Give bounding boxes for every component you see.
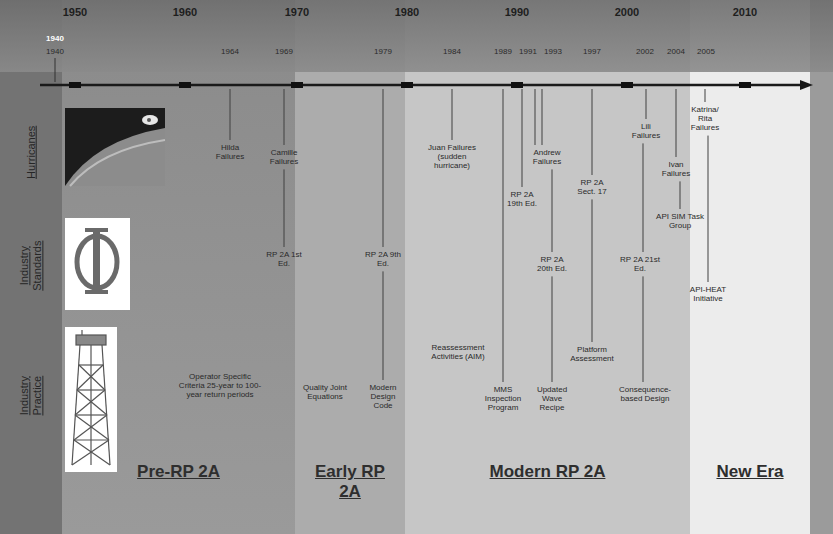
leader-line bbox=[552, 169, 553, 252]
era-label: Modern RP 2A bbox=[488, 462, 608, 482]
event-label: Lili Failures bbox=[626, 122, 666, 140]
event-label: Camille Failures bbox=[264, 148, 304, 166]
leader-line bbox=[705, 89, 706, 102]
leader-line bbox=[535, 89, 536, 145]
decade-year: 1980 bbox=[395, 6, 419, 19]
era-band: New Era bbox=[690, 0, 810, 534]
event-label: RP 2A 19th Ed. bbox=[502, 190, 542, 208]
event-year: 1969 bbox=[275, 47, 293, 56]
event-year: 1940 bbox=[46, 47, 64, 56]
leader-line bbox=[542, 89, 543, 145]
leader-line bbox=[676, 89, 677, 157]
event-label: MMS Inspection Program bbox=[480, 385, 526, 413]
event-label: Katrina/ Rita Failures bbox=[684, 105, 726, 133]
row-heading: Hurricanes bbox=[25, 102, 38, 202]
event-label: Andrew Failures bbox=[527, 148, 567, 166]
leader-line bbox=[592, 199, 593, 342]
event-label: RP 2A 1st Ed. bbox=[266, 250, 302, 268]
event-label: RP 2A 9th Ed. bbox=[365, 250, 401, 268]
event-year: 1997 bbox=[583, 47, 601, 56]
decade-year: 2010 bbox=[733, 6, 757, 19]
event-label: Modern Design Code bbox=[361, 383, 405, 411]
event-label: Operator Specific Criteria 25-year to 10… bbox=[178, 372, 262, 400]
leader-line bbox=[552, 276, 553, 382]
era-label: New Era bbox=[690, 462, 810, 482]
era-label: Early RP 2A bbox=[308, 462, 392, 501]
event-label: Ivan Failures bbox=[656, 160, 696, 178]
leader-line bbox=[284, 89, 285, 145]
era-band: Pre-RP 2A bbox=[62, 0, 295, 534]
event-label: RP 2A 21st Ed. bbox=[620, 255, 660, 273]
leader-line bbox=[503, 89, 504, 382]
era-label: Pre-RP 2A bbox=[119, 462, 239, 482]
event-year: 1979 bbox=[374, 47, 392, 56]
event-year: 1984 bbox=[443, 47, 461, 56]
leader-line bbox=[592, 89, 593, 175]
start-year: 1940 bbox=[46, 34, 64, 43]
event-label: Quality Joint Equations bbox=[300, 383, 350, 401]
event-label: Updated Wave Recipe bbox=[530, 385, 574, 413]
event-year: 2005 bbox=[697, 47, 715, 56]
leader-line bbox=[383, 89, 384, 247]
decade-year: 1970 bbox=[285, 6, 309, 19]
event-year: 1964 bbox=[221, 47, 239, 56]
leader-line bbox=[708, 136, 709, 282]
leader-line bbox=[230, 89, 231, 140]
event-label: API-HEAT Initiative bbox=[686, 285, 730, 303]
leader-line bbox=[643, 143, 644, 252]
row-heading: Industry Standards bbox=[18, 229, 43, 301]
row-heading: Industry Practice bbox=[18, 359, 43, 431]
event-year: 2004 bbox=[667, 47, 685, 56]
event-label: Platform Assessment bbox=[567, 345, 617, 363]
leader-line bbox=[522, 89, 523, 187]
leader-line bbox=[646, 89, 647, 119]
event-label: Juan Failures (sudden hurricane) bbox=[427, 143, 477, 171]
decade-year: 1990 bbox=[505, 6, 529, 19]
leader-line bbox=[452, 89, 453, 140]
leader-line bbox=[383, 271, 384, 380]
event-label: Consequence-based Design bbox=[616, 385, 674, 403]
event-year: 1993 bbox=[544, 47, 562, 56]
decade-year: 1950 bbox=[63, 6, 87, 19]
leader-line bbox=[680, 181, 681, 209]
event-label: API SIM Task Group bbox=[653, 212, 707, 230]
event-year: 1989 bbox=[494, 47, 512, 56]
event-year: 1991 bbox=[519, 47, 537, 56]
event-label: RP 2A 20th Ed. bbox=[532, 255, 572, 273]
leader-line bbox=[284, 169, 285, 247]
event-year: 2002 bbox=[636, 47, 654, 56]
event-label: Hilda Failures bbox=[210, 143, 250, 161]
event-label: RP 2A Sect. 17 bbox=[572, 178, 612, 196]
decade-year: 2000 bbox=[615, 6, 639, 19]
leader-line bbox=[643, 276, 644, 382]
event-label: Reassessment Activities (AIM) bbox=[425, 343, 491, 361]
decade-year: 1960 bbox=[173, 6, 197, 19]
